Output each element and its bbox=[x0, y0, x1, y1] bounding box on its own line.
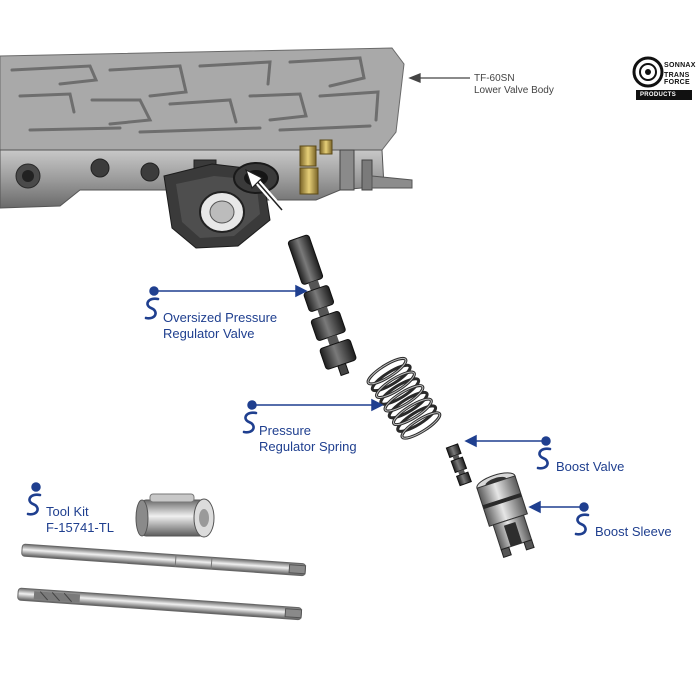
insertion-arrow-icon bbox=[244, 168, 285, 212]
tool-kit-rod-lower bbox=[17, 587, 303, 621]
pressure-regulator-spring bbox=[366, 356, 442, 440]
valve-body bbox=[0, 47, 413, 249]
pressure-regulator-valve-label: Oversized Pressure Regulator Valve bbox=[163, 310, 277, 342]
pressure-regulator-valve-label-line1: Oversized Pressure bbox=[163, 310, 278, 325]
pressure-regulator-spring-label: Pressure Regulator Spring bbox=[259, 423, 357, 455]
boost-valve-label: Boost Valve bbox=[556, 459, 625, 474]
brand-disc-icon bbox=[632, 56, 692, 100]
sonnax-s-logo-icon bbox=[26, 297, 590, 536]
valve-body-label-line2: Lower Valve Body bbox=[474, 85, 554, 96]
valve-body-label: TF-60SN Lower Valve Body bbox=[474, 73, 554, 97]
tool-kit-label: Tool Kit F-15741-TL bbox=[46, 504, 114, 536]
tool-kit-label-line1: Tool Kit bbox=[46, 504, 89, 519]
pressure-regulator-spring-label-line1: Pressure bbox=[259, 423, 312, 438]
boost-sleeve-label: Boost Sleeve bbox=[595, 524, 672, 539]
brand-line1: SONNAX bbox=[664, 62, 696, 69]
tool-kit-rod-upper bbox=[21, 543, 307, 577]
pressure-regulator-valve-label-line2: Regulator Valve bbox=[163, 326, 255, 341]
tool-kit-bushing bbox=[135, 493, 215, 538]
boost-valve bbox=[445, 443, 472, 487]
boost-sleeve bbox=[476, 472, 535, 558]
brand-line2: TRANS FORCE bbox=[664, 72, 690, 86]
pressure-regulator-spring-label-line2: Regulator Spring bbox=[259, 439, 357, 454]
tool-kit-label-line2: F-15741-TL bbox=[46, 520, 114, 535]
valve-body-channels bbox=[10, 56, 380, 134]
brand-logo: SONNAX TRANS FORCE PRODUCTS bbox=[632, 52, 696, 104]
valve-body-label-line1: TF-60SN bbox=[474, 73, 515, 84]
brand-line3: PRODUCTS bbox=[640, 92, 677, 98]
pressure-regulator-valve bbox=[287, 234, 357, 377]
callout-lines bbox=[31, 284, 589, 514]
arrow-left-icon bbox=[408, 73, 470, 83]
